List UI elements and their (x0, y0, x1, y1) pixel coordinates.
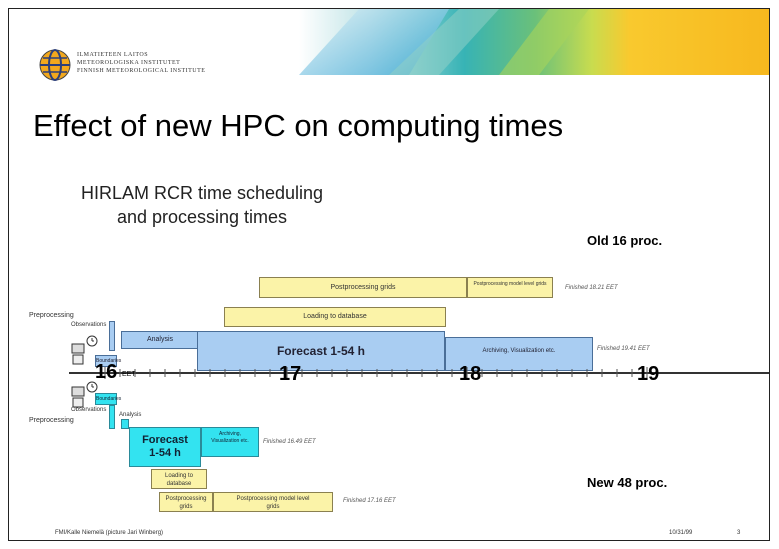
new-config-label: New 48 proc. (587, 475, 668, 490)
old-preprocessing-label: Preprocessing (29, 312, 74, 319)
timeline-unit: EET (122, 371, 136, 378)
new-analysis-label: Analysis (119, 412, 142, 418)
tick-label-18: 18 (459, 363, 482, 385)
subtitle-line-1: HIRLAM RCR time scheduling (80, 183, 324, 203)
slide-subtitle: HIRLAM RCR time scheduling and processin… (71, 181, 333, 229)
old-forecast-box: Forecast 1-54 h (197, 331, 445, 371)
tick-label-17: 17 (279, 363, 302, 385)
old-loading-database-box: Loading to database (224, 307, 446, 327)
new-finished-post-label: Finished 17.16 EET (343, 498, 396, 504)
new-observations-bar (109, 405, 115, 429)
old-computer-icon (71, 343, 85, 365)
institute-line-3: FINNISH METEOROLOGICAL INSTITUTE (77, 68, 206, 74)
timeline-axis (69, 367, 769, 379)
footer-page-number: 3 (737, 530, 741, 536)
institute-line-2: METEOROLOGISKA INSTITUTET (77, 60, 181, 66)
new-loading-database-box: Loading to database (151, 469, 207, 489)
new-analysis-bar (121, 419, 129, 429)
tick-label-19: 19 (637, 363, 660, 385)
old-clock-icon (86, 335, 98, 347)
old-postprocessing-grids-box: Postprocessing grids (259, 277, 467, 298)
new-forecast-box: Forecast 1-54 h (129, 427, 201, 467)
institute-name: ILMATIETEEN LAITOS METEOROLOGISKA INSTIT… (77, 51, 205, 75)
old-finished-post-label: Finished 18.21 EET (565, 285, 618, 291)
old-boundaries-box: Boundaries (95, 355, 121, 367)
slide: ILMATIETEEN LAITOS METEOROLOGISKA INSTIT… (8, 8, 770, 541)
footer-author: FMI/Kalle Niemelä (picture Jari Winberg) (55, 530, 164, 536)
old-postprocessing-model-box: Postprocessing model level grids (467, 277, 553, 298)
new-computer-icon (71, 386, 85, 408)
new-clock-icon (86, 381, 98, 393)
footer-date: 10/31/99 (669, 530, 693, 536)
new-preprocessing-label: Preprocessing (29, 417, 74, 424)
old-observations-bar (109, 321, 115, 351)
old-observations-label: Observations (71, 322, 107, 328)
new-archiving-box: Archiving, Visualization etc. (201, 427, 259, 457)
new-postprocessing-grids-box: Postprocessing grids (159, 492, 213, 512)
new-forecast-line-1: Forecast (142, 434, 188, 446)
subtitle-line-2: and processing times (116, 207, 288, 227)
institute-line-1: ILMATIETEEN LAITOS (77, 52, 149, 58)
new-observations-label: Observations (71, 407, 107, 413)
slide-title: Effect of new HPC on computing times (33, 108, 564, 143)
old-finished-arch-label: Finished 19.41 EET (597, 346, 650, 352)
old-analysis-box: Analysis (121, 331, 199, 349)
new-boundaries-box: Boundaries (95, 393, 121, 405)
header-banner (299, 9, 769, 75)
old-config-label: Old 16 proc. (587, 233, 663, 248)
new-forecast-line-2: 1-54 h (149, 447, 181, 459)
new-postprocessing-model-box: Postprocessing model level grids (213, 492, 333, 512)
globe-logo-icon (39, 49, 71, 81)
new-finished-arch-label: Finished 16.49 EET (263, 439, 316, 445)
tick-label-16: 16 (95, 361, 118, 383)
old-archiving-box: Archiving, Visualization etc. (445, 337, 593, 371)
